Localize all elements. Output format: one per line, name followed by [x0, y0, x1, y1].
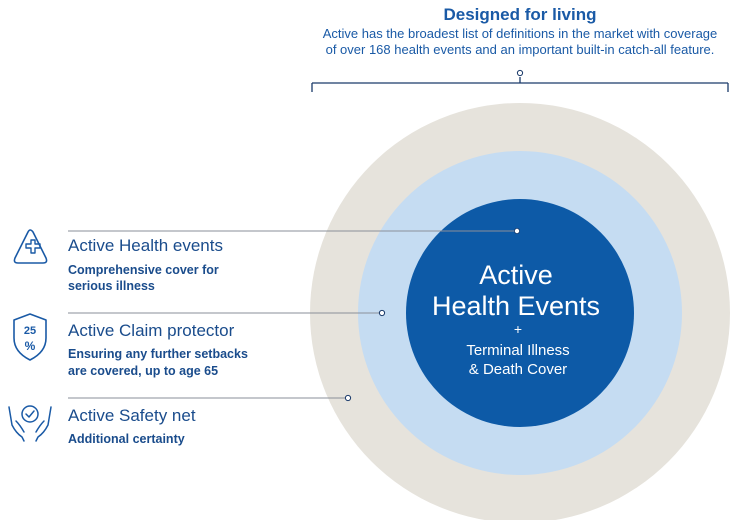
leader-dot-safety-net: [344, 394, 352, 402]
feature-title: Active Safety net: [68, 406, 196, 425]
leader-dot-claim-protector: [378, 309, 386, 317]
feature-desc-line-2: are covered, up to age 65: [68, 364, 219, 378]
feature-desc-line-1: Additional certainty: [68, 432, 185, 446]
header-title: Designed for living: [443, 5, 597, 24]
centre-plus: +: [514, 321, 522, 337]
hands-check-icon: [8, 405, 52, 442]
shield-plus-icon: [13, 229, 48, 264]
centre-line-1: Active: [479, 260, 553, 290]
feature-title: Active Claim protector: [68, 321, 235, 340]
inner-circle: [406, 199, 634, 427]
centre-line-4: & Death Cover: [469, 361, 567, 378]
header-bracket: [311, 77, 729, 92]
feature-desc-line-1: Ensuring any further setbacks: [68, 347, 248, 361]
bracket-dot: [516, 69, 524, 77]
header-subtitle-line-1: Active has the broadest list of definiti…: [322, 26, 718, 41]
feature-title: Active Health events: [68, 236, 223, 255]
header: Designed for living Active has the broad…: [300, 4, 740, 58]
centre-line-3: Terminal Illness: [466, 342, 569, 359]
centre-line-2: Health Events: [432, 291, 600, 321]
shield-percent-icon: 25 %: [13, 313, 47, 361]
header-subtitle-line-2: of over 168 health events and an importa…: [325, 42, 715, 57]
leader-dot-health-events: [514, 227, 521, 234]
shield-percent-icon-top: 25: [24, 325, 36, 337]
feature-desc-line-1: Comprehensive cover for: [68, 263, 219, 277]
feature-desc-line-2: serious illness: [68, 279, 155, 293]
shield-percent-icon-bottom: %: [25, 339, 36, 353]
